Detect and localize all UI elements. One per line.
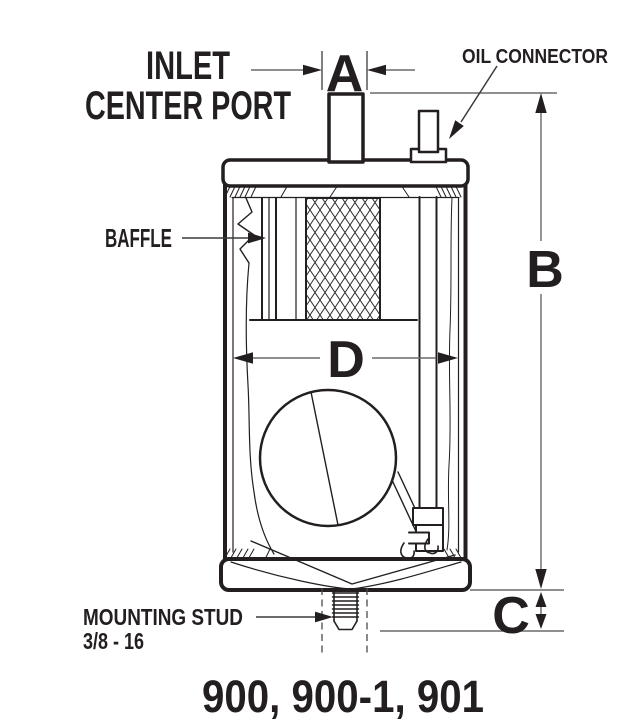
inlet-label-line2: CENTER PORT: [85, 84, 291, 128]
inlet-pipe-outline: [327, 92, 365, 164]
dimension-a-letter: A: [326, 45, 364, 103]
arrowhead-c-up: [535, 592, 547, 607]
arrowhead-a-right: [367, 64, 386, 76]
stud-centerlines: [321, 588, 368, 657]
label-mounting-stud: MOUNTING STUD 3/8 - 16: [83, 604, 333, 654]
dimension-b-letter: B: [526, 241, 564, 299]
pickup-hook-right: [424, 538, 439, 555]
baffle-label: BAFFLE: [105, 223, 172, 253]
top-cap-outline: [221, 158, 470, 188]
label-inlet-center-port: INLET CENTER PORT: [85, 44, 291, 128]
model-numbers-title: 900, 900-1, 901: [202, 671, 484, 722]
arrowhead-d-left: [233, 352, 253, 364]
base-cap: [219, 540, 472, 592]
arrowhead-baffle: [248, 232, 266, 244]
oil-pickup-tube: [391, 196, 444, 560]
interior-right-contour: [446, 197, 453, 551]
arrowhead-oil-connector: [449, 120, 464, 139]
oil-connector-label: OIL CONNECTOR: [462, 45, 608, 68]
mesh-filter: [305, 197, 381, 321]
top-cap: [221, 158, 470, 188]
arrowhead-mounting-stud: [315, 611, 333, 623]
inlet-label-line1: INLET: [146, 44, 230, 88]
dimension-a: A: [251, 45, 415, 103]
arrowhead-d-right: [438, 352, 458, 364]
label-oil-connector: OIL CONNECTOR: [449, 45, 608, 139]
oil-connector-stub: [417, 109, 440, 154]
top-shoulder-band: [224, 186, 462, 199]
pickup-collar: [412, 507, 444, 526]
mounting-stud: [331, 589, 360, 631]
base-cap-outline: [219, 557, 472, 592]
mounting-stud-label-line1: MOUNTING STUD: [83, 604, 243, 630]
float-ball-circle: [258, 388, 398, 528]
label-baffle: BAFFLE: [105, 223, 266, 253]
dimension-d-letter: D: [327, 331, 365, 389]
arrowhead-b-down: [535, 569, 547, 589]
vessel-walls: [223, 183, 468, 562]
dimension-d: D: [233, 331, 458, 389]
arrowhead-c-down: [535, 614, 547, 629]
float-ball: [258, 388, 398, 528]
funnel-line-upper: [250, 540, 456, 585]
dimension-c-letter: C: [492, 587, 530, 645]
dimension-b: B: [370, 92, 564, 589]
arrowhead-b-up: [535, 93, 547, 113]
mounting-stud-label-line2: 3/8 - 16: [83, 628, 144, 654]
mesh-filter-block: [305, 197, 381, 321]
funnel-line-lower: [230, 561, 462, 590]
interior-left-contour: [237, 197, 275, 555]
pickup-hook-left: [400, 542, 415, 560]
oil-connector-pipe: [409, 109, 448, 164]
arrowhead-a-left: [303, 64, 322, 76]
inlet-pipe: [327, 92, 365, 164]
stud-tip: [333, 620, 358, 631]
dimension-c: C: [380, 587, 564, 645]
drawing-title: 900, 900-1, 901: [202, 671, 484, 722]
